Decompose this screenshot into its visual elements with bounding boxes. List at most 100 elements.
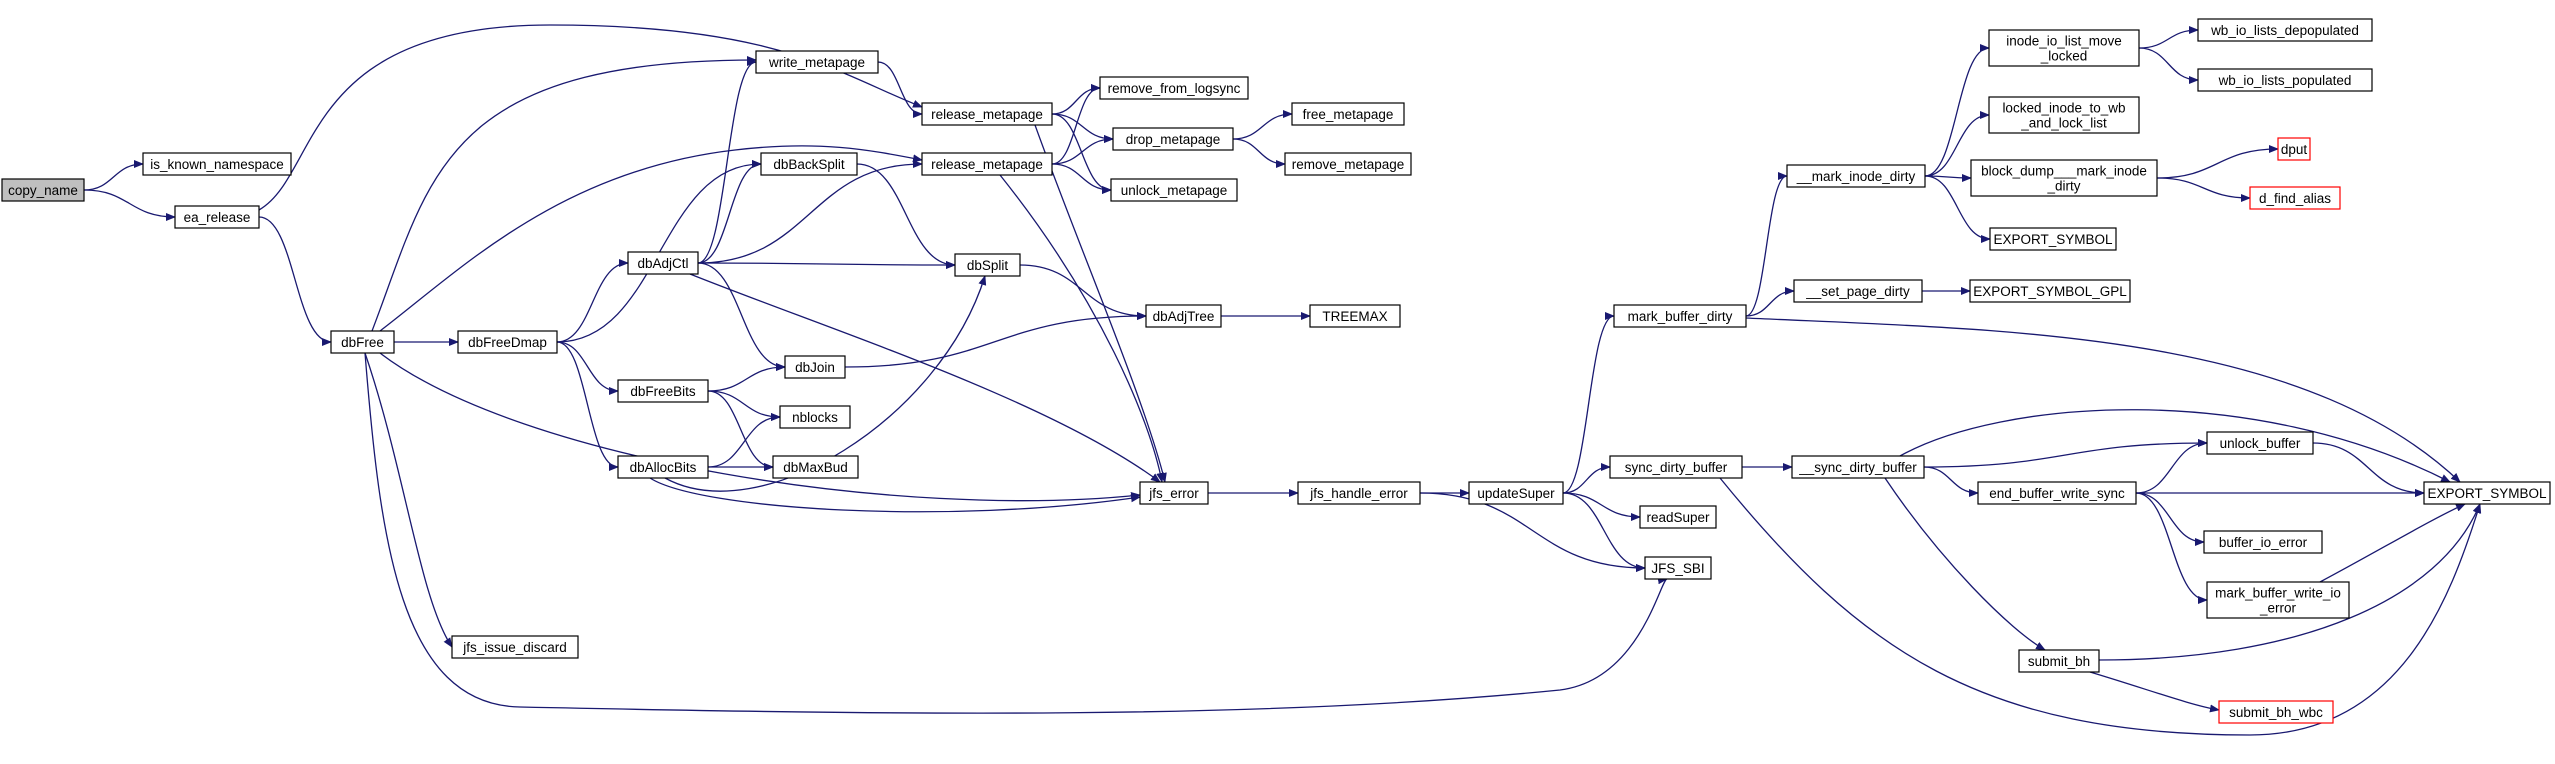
- node-submit_bh[interactable]: submit_bh: [2018, 649, 2100, 673]
- node-box[interactable]: [1644, 556, 1712, 580]
- node-EXPORT_SYMBOL_mid[interactable]: EXPORT_SYMBOL: [1989, 227, 2117, 251]
- node-box[interactable]: [451, 635, 579, 659]
- node-dbSplit[interactable]: dbSplit: [954, 253, 1021, 277]
- node-box[interactable]: [784, 355, 846, 379]
- node-box[interactable]: [1297, 481, 1421, 505]
- node-box[interactable]: [617, 455, 709, 479]
- node-box[interactable]: [1609, 455, 1743, 479]
- node-dbAdjTree[interactable]: dbAdjTree: [1145, 304, 1222, 328]
- node-box[interactable]: [1988, 96, 2140, 134]
- node-box[interactable]: [1989, 227, 2117, 251]
- node-box[interactable]: [1970, 159, 2158, 197]
- node-jfs_handle_error[interactable]: jfs_handle_error: [1297, 481, 1421, 505]
- node-__sync_dirty_buffer[interactable]: __sync_dirty_buffer: [1791, 455, 1925, 479]
- node-locked_inode_to_wb_and_lock_list[interactable]: locked_inode_to_wb_and_lock_list: [1988, 96, 2140, 134]
- node-box[interactable]: [2277, 137, 2311, 161]
- node-jfs_issue_discard[interactable]: jfs_issue_discard: [451, 635, 579, 659]
- node-TREEMAX[interactable]: TREEMAX: [1309, 304, 1401, 328]
- node-box[interactable]: [921, 102, 1053, 126]
- node-sync_dirty_buffer[interactable]: sync_dirty_buffer: [1609, 455, 1743, 479]
- node-d_find_alias[interactable]: d_find_alias: [2249, 186, 2341, 210]
- node-box[interactable]: [1786, 164, 1926, 188]
- node-box[interactable]: [1309, 304, 1401, 328]
- node-box[interactable]: [1468, 481, 1564, 505]
- node-unlock_buffer[interactable]: unlock_buffer: [2206, 431, 2314, 455]
- node-__set_page_dirty[interactable]: __set_page_dirty: [1793, 279, 1923, 303]
- node-box[interactable]: [755, 50, 879, 74]
- node-unlock_metapage[interactable]: unlock_metapage: [1110, 178, 1238, 202]
- node-__mark_inode_dirty[interactable]: __mark_inode_dirty: [1786, 164, 1926, 188]
- node-wb_io_lists_populated[interactable]: wb_io_lists_populated: [2197, 68, 2373, 92]
- node-box[interactable]: [1969, 279, 2131, 303]
- node-dbAllocBits[interactable]: dbAllocBits: [617, 455, 709, 479]
- node-JFS_SBI[interactable]: JFS_SBI: [1644, 556, 1712, 580]
- node-dbFreeBits[interactable]: dbFreeBits: [617, 379, 709, 403]
- node-copy_name[interactable]: copy_name: [1, 178, 85, 202]
- node-box[interactable]: [1, 178, 85, 202]
- node-buffer_io_error[interactable]: buffer_io_error: [2203, 530, 2323, 554]
- node-box[interactable]: [1139, 481, 1209, 505]
- node-updateSuper[interactable]: updateSuper: [1468, 481, 1564, 505]
- node-box[interactable]: [1613, 304, 1747, 328]
- node-release_metapage_1[interactable]: release_metapage: [921, 102, 1053, 126]
- node-EXPORT_SYMBOL_right[interactable]: EXPORT_SYMBOL: [2423, 481, 2551, 505]
- node-dbAdjCtl[interactable]: dbAdjCtl: [627, 251, 699, 275]
- node-box[interactable]: [330, 330, 395, 354]
- node-box[interactable]: [2197, 68, 2373, 92]
- node-release_metapage_2[interactable]: release_metapage: [921, 152, 1053, 176]
- node-box[interactable]: [1988, 29, 2140, 67]
- node-remove_metapage[interactable]: remove_metapage: [1284, 152, 1412, 176]
- node-box[interactable]: [2018, 649, 2100, 673]
- node-box[interactable]: [760, 152, 858, 176]
- node-readSuper[interactable]: readSuper: [1639, 505, 1717, 529]
- node-dbFree[interactable]: dbFree: [330, 330, 395, 354]
- node-box[interactable]: [2206, 581, 2350, 619]
- node-box[interactable]: [779, 405, 851, 429]
- node-box[interactable]: [2249, 186, 2341, 210]
- node-write_metapage[interactable]: write_metapage: [755, 50, 879, 74]
- node-is_known_namespace[interactable]: is_known_namespace: [142, 152, 292, 176]
- node-box[interactable]: [1639, 505, 1717, 529]
- node-end_buffer_write_sync[interactable]: end_buffer_write_sync: [1977, 481, 2137, 505]
- node-box[interactable]: [174, 205, 260, 229]
- node-submit_bh_wbc[interactable]: submit_bh_wbc: [2218, 700, 2334, 724]
- node-box[interactable]: [2206, 431, 2314, 455]
- node-box[interactable]: [954, 253, 1021, 277]
- node-box[interactable]: [1291, 102, 1405, 126]
- node-box[interactable]: [1791, 455, 1925, 479]
- node-box[interactable]: [627, 251, 699, 275]
- node-box[interactable]: [1099, 76, 1249, 100]
- node-mark_buffer_dirty[interactable]: mark_buffer_dirty: [1613, 304, 1747, 328]
- node-dbMaxBud[interactable]: dbMaxBud: [772, 455, 859, 479]
- node-EXPORT_SYMBOL_GPL[interactable]: EXPORT_SYMBOL_GPL: [1969, 279, 2131, 303]
- node-box[interactable]: [772, 455, 859, 479]
- node-jfs_error[interactable]: jfs_error: [1139, 481, 1209, 505]
- node-box[interactable]: [617, 379, 709, 403]
- node-box[interactable]: [2218, 700, 2334, 724]
- node-dbJoin[interactable]: dbJoin: [784, 355, 846, 379]
- node-dbBackSplit[interactable]: dbBackSplit: [760, 152, 858, 176]
- node-mark_buffer_write_io_error[interactable]: mark_buffer_write_io_error: [2206, 581, 2350, 619]
- node-box[interactable]: [2197, 18, 2373, 42]
- node-box[interactable]: [2423, 481, 2551, 505]
- node-inode_io_list_move_locked[interactable]: inode_io_list_move_locked: [1988, 29, 2140, 67]
- node-ea_release[interactable]: ea_release: [174, 205, 260, 229]
- node-wb_io_lists_depopulated[interactable]: wb_io_lists_depopulated: [2197, 18, 2373, 42]
- node-nblocks[interactable]: nblocks: [779, 405, 851, 429]
- node-free_metapage[interactable]: free_metapage: [1291, 102, 1405, 126]
- node-remove_from_logsync[interactable]: remove_from_logsync: [1099, 76, 1249, 100]
- node-box[interactable]: [142, 152, 292, 176]
- node-box[interactable]: [457, 330, 558, 354]
- node-box[interactable]: [1112, 127, 1234, 151]
- node-box[interactable]: [1284, 152, 1412, 176]
- node-box[interactable]: [921, 152, 1053, 176]
- node-block_dump___mark_inode_dirty[interactable]: block_dump___mark_inode_dirty: [1970, 159, 2158, 197]
- node-dbFreeDmap[interactable]: dbFreeDmap: [457, 330, 558, 354]
- node-drop_metapage[interactable]: drop_metapage: [1112, 127, 1234, 151]
- node-box[interactable]: [1145, 304, 1222, 328]
- node-box[interactable]: [1793, 279, 1923, 303]
- node-box[interactable]: [1110, 178, 1238, 202]
- node-box[interactable]: [2203, 530, 2323, 554]
- node-dput[interactable]: dput: [2277, 137, 2311, 161]
- node-box[interactable]: [1977, 481, 2137, 505]
